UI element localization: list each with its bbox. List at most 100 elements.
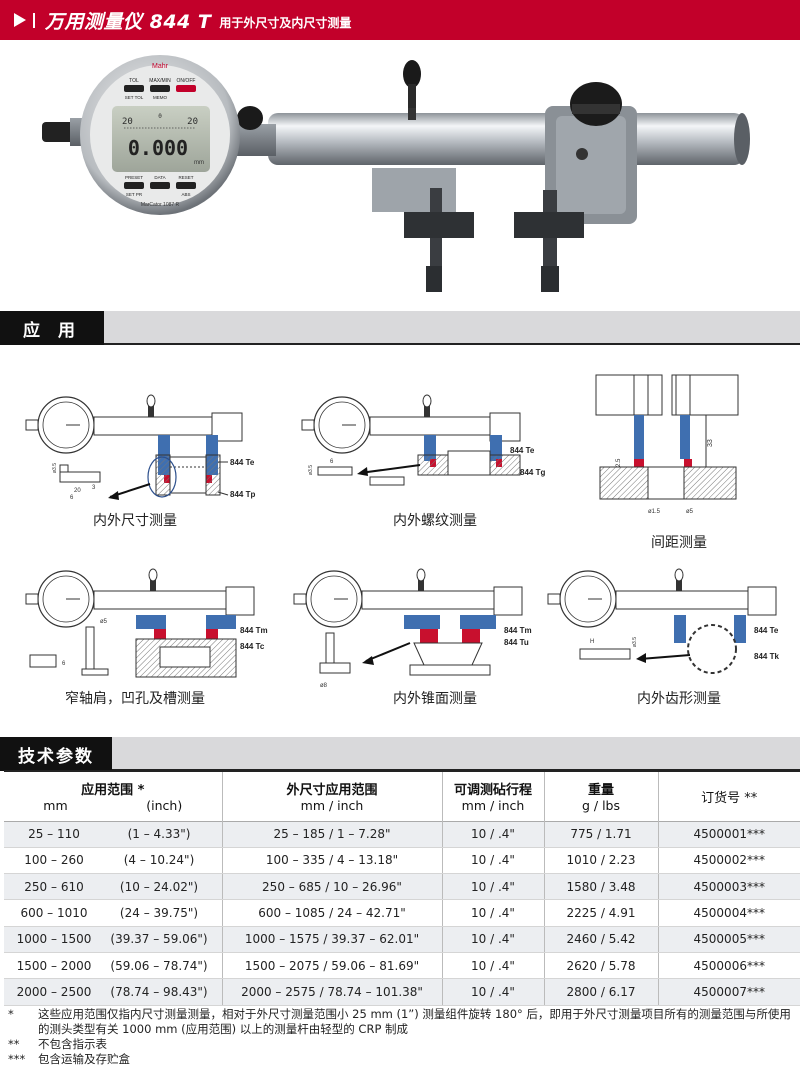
cell-order: 4500001*** (658, 821, 800, 848)
svg-text:DATA: DATA (154, 175, 165, 180)
page-subtitle: 用于外尺寸及内尺寸测量 (219, 15, 352, 30)
svg-text:20: 20 (122, 117, 133, 127)
specs-section-bar: 技术参数 (0, 737, 800, 771)
table-row: 1500 – 2000(59.06 – 78.74")1500 – 2075 /… (4, 952, 800, 980)
svg-text:844 Tm: 844 Tm (504, 626, 532, 635)
table-row: 25 – 110(1 – 4.33")25 – 185 / 1 – 7.28"1… (4, 821, 800, 848)
cell-outer: 1000 – 1575 / 39.37 – 62.01" (222, 926, 443, 953)
svg-text:ø5: ø5 (686, 509, 694, 515)
divider (33, 12, 35, 28)
header-outer: 外尺寸应用范围 mm / inch (222, 771, 443, 821)
cell-outer: 25 – 185 / 1 – 7.28" (222, 821, 443, 848)
table-row: 1000 – 1500(39.37 – 59.06")1000 – 1575 /… (4, 926, 800, 953)
caption-cone: 内外锥面测量 (393, 691, 477, 707)
caption-spacing: 间距测量 (651, 535, 707, 551)
lcd-display (112, 106, 210, 172)
svg-text:ø3.5: ø3.5 (632, 637, 638, 647)
handle-knob (403, 60, 421, 88)
svg-text:6: 6 (62, 661, 66, 667)
table-row: 250 – 610(10 – 24.02")250 – 685 / 10 – 2… (4, 873, 800, 901)
product-photo: Mahr TOL MAX/MIN ON/OFF SET TOL MEMO 20 … (0, 40, 800, 310)
footnote: *这些应用范围仅指内尺寸测量测量，相对于外尺寸测量范围小 25 mm (1”) … (8, 1007, 791, 1036)
specs-table: 应用范围 * mm(inch) 外尺寸应用范围 mm / inch 可调测砧行程… (4, 770, 800, 1006)
caption-shoulder-groove: 窄轴肩，凹孔及槽测量 (65, 691, 205, 707)
cell-range: 2000 – 2500(78.74 – 98.43") (4, 978, 223, 1006)
cell-outer: 1500 – 2075 / 59.06 – 81.69" (222, 952, 443, 980)
diagram-cone: 844 Tm 844 Tu ø8 (293, 568, 532, 689)
cell-weight: 1580 / 3.48 (544, 873, 659, 901)
svg-text:6: 6 (330, 459, 334, 465)
svg-text:6: 6 (70, 495, 74, 501)
svg-text:844 Te: 844 Te (230, 458, 255, 467)
cell-outer: 600 – 1085 / 24 – 42.71" (222, 899, 443, 927)
cell-weight: 2620 / 5.78 (544, 952, 659, 980)
svg-text:SET PR: SET PR (126, 192, 143, 197)
applications-tab: 应 用 (0, 311, 104, 345)
cell-weight: 775 / 1.71 (544, 821, 659, 848)
measuring-bar (268, 113, 744, 165)
cell-weight: 2225 / 4.91 (544, 899, 659, 927)
svg-text:MAX/MIN: MAX/MIN (149, 78, 171, 84)
cell-travel: 10 / .4" (442, 926, 545, 953)
cell-travel: 10 / .4" (442, 847, 545, 875)
cell-order: 4500007*** (658, 978, 800, 1006)
clamp-knob (237, 106, 263, 130)
cell-range: 100 – 260(4 – 10.24") (4, 847, 223, 875)
svg-text:20: 20 (187, 117, 198, 127)
table-row: 100 – 260(4 – 10.24")100 – 335 / 4 – 13.… (4, 847, 800, 875)
cell-outer: 100 – 335 / 4 – 13.18" (222, 847, 443, 875)
cell-travel: 10 / .4" (442, 873, 545, 901)
table-header-row: 应用范围 * mm(inch) 外尺寸应用范围 mm / inch 可调测砧行程… (4, 771, 800, 821)
cell-travel: 10 / .4" (442, 952, 545, 980)
svg-text:0: 0 (158, 113, 162, 120)
cell-range: 250 – 610(10 – 24.02") (4, 873, 223, 901)
svg-text:2.5: 2.5 (616, 458, 622, 467)
svg-text:844 Te: 844 Te (754, 626, 779, 635)
svg-text:844 Tk: 844 Tk (754, 652, 779, 661)
header-weight: 重量 g / lbs (544, 771, 659, 821)
brand-logo-text: Mahr (152, 63, 169, 70)
cell-order: 4500005*** (658, 926, 800, 953)
svg-text:20: 20 (74, 488, 81, 494)
diagram-gear: 844 Te 844 Tk H ø3.5 (547, 568, 779, 674)
applications-section-bar: 应 用 (0, 311, 800, 345)
table-row: 600 – 1010(24 – 39.75")600 – 1085 / 24 –… (4, 899, 800, 927)
cell-order: 4500004*** (658, 899, 800, 927)
svg-text:mm: mm (194, 160, 204, 166)
cell-order: 4500003*** (658, 873, 800, 901)
cell-range: 25 – 110(1 – 4.33") (4, 821, 223, 848)
application-drawings: 844 Te 844 Tp ø3.5 20 3 6 (25, 374, 779, 689)
cell-outer: 250 – 685 / 10 – 26.96" (222, 873, 443, 901)
caption-inner-outer: 内外尺寸测量 (93, 513, 177, 529)
cell-order: 4500006*** (658, 952, 800, 980)
cell-range: 1500 – 2000(59.06 – 78.74") (4, 952, 223, 980)
svg-text:3: 3 (92, 485, 96, 491)
svg-text:RESET: RESET (178, 175, 193, 180)
header-order: 订货号 ** (658, 771, 800, 821)
cell-weight: 2460 / 5.42 (544, 926, 659, 953)
svg-text:ø1.5: ø1.5 (648, 509, 661, 515)
svg-text:ø5: ø5 (100, 619, 108, 625)
cell-travel: 10 / .4" (442, 978, 545, 1006)
svg-text:MEMO: MEMO (153, 95, 167, 100)
svg-text:844 Tu: 844 Tu (504, 638, 529, 647)
footnote: ***包含运输及存贮盒 (8, 1052, 130, 1066)
cell-range: 600 – 1010(24 – 39.75") (4, 899, 223, 927)
header-range: 应用范围 * mm(inch) (4, 771, 223, 821)
diagram-spacing: 33 2.5 ø1.5 ø5 (595, 374, 739, 515)
svg-text:844 Tg: 844 Tg (520, 468, 545, 477)
specs-tab: 技术参数 (0, 737, 112, 771)
cell-travel: 10 / .4" (442, 821, 545, 848)
header-travel: 可调测砧行程 mm / inch (442, 771, 545, 821)
svg-text:844 Tp: 844 Tp (230, 490, 255, 499)
cell-weight: 1010 / 2.23 (544, 847, 659, 875)
svg-text:844 Tm: 844 Tm (240, 626, 268, 635)
svg-text:SET TOL: SET TOL (125, 95, 144, 100)
cell-outer: 2000 – 2575 / 78.74 – 101.38" (222, 978, 443, 1006)
svg-text:H: H (590, 639, 594, 645)
svg-text:844 Te: 844 Te (510, 446, 535, 455)
cell-weight: 2800 / 6.17 (544, 978, 659, 1006)
svg-text:ABS: ABS (181, 192, 190, 197)
svg-text:ø3.5: ø3.5 (308, 465, 314, 475)
caption-thread: 内外螺纹测量 (393, 513, 477, 529)
